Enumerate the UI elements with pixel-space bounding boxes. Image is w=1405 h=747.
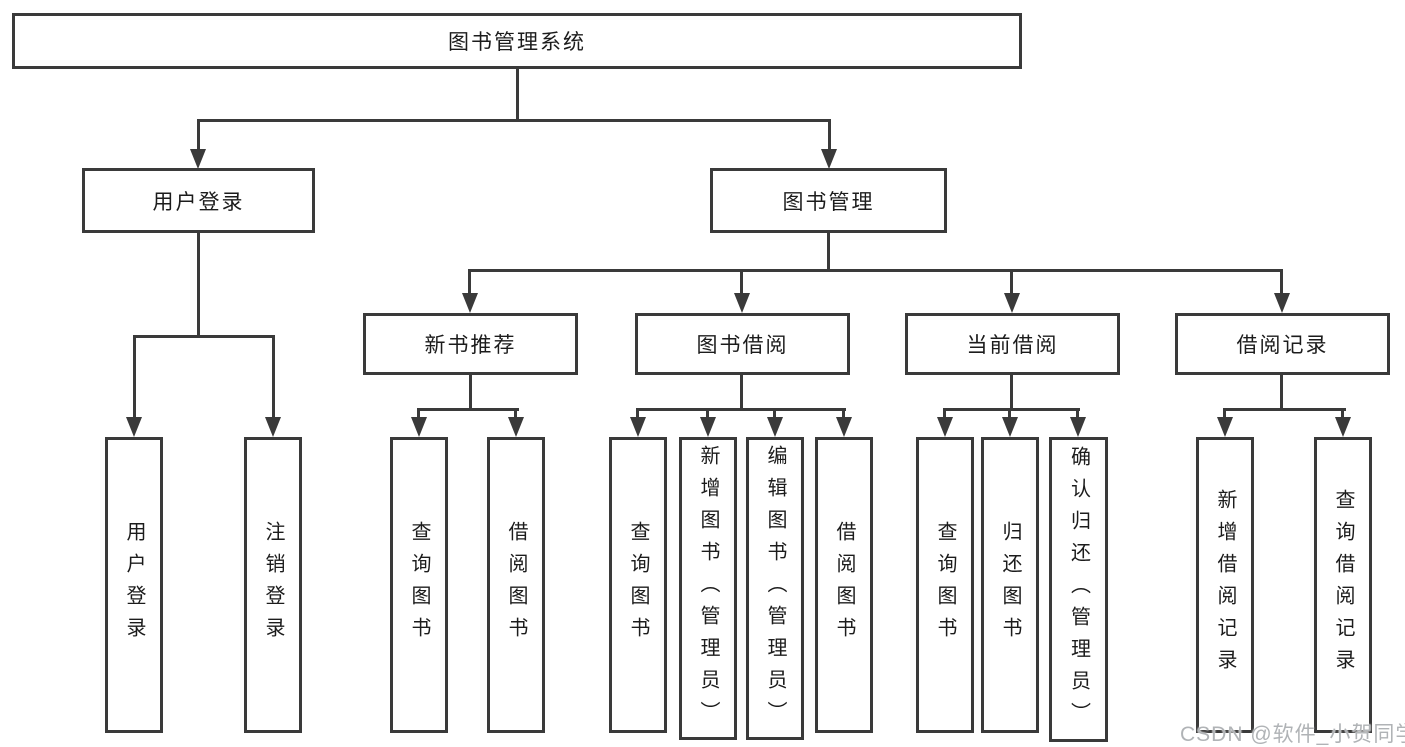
arrowhead-book-borrow [734,293,750,313]
edge-new-book-rec-stem [469,375,472,411]
arrowhead-leaf-bb-query [630,417,646,437]
arrowhead-leaf-user-login [126,417,142,437]
node-book-mgmt: 图书管理 [710,168,947,233]
leaf-logout: 注销登录 [244,437,302,733]
edge-to-leaf-bb-query [636,408,639,420]
edge-to-leaf-cb-return [1008,408,1011,420]
arrowhead-current-borrow [1004,293,1020,313]
edge-to-leaf-br-add [1223,408,1226,420]
leaf-cb-return-label: 归还图书 [999,521,1021,649]
node-book-borrow: 图书借阅 [635,313,850,375]
edge-to-leaf-bb-edit [773,408,776,420]
leaf-logout-label: 注销登录 [262,521,284,649]
edge-to-leaf-cb-confirm [1076,408,1079,420]
edge-user-login-stem [197,233,200,338]
arrowhead-borrow-records [1274,293,1290,313]
edge-borrow-records-stem [1280,375,1283,411]
leaf-bb-add: 新增图书（管理员） [679,437,737,740]
edge-current-borrow-split [943,408,1080,411]
node-borrow-records: 借阅记录 [1175,313,1390,375]
edge-to-user-login [197,119,200,152]
edge-user-login-split [133,335,275,338]
leaf-bb-query: 查询图书 [609,437,667,733]
arrowhead-leaf-cb-return [1002,417,1018,437]
edge-current-borrow-stem [1010,375,1013,411]
leaf-bb-borrow: 借阅图书 [815,437,873,733]
leaf-user-login-label: 用户登录 [123,521,145,649]
edge-to-leaf-bb-add [706,408,709,420]
node-root: 图书管理系统 [12,13,1022,69]
leaf-nb-borrow: 借阅图书 [487,437,545,733]
edge-root-stem [516,69,519,121]
arrowhead-leaf-nb-query [411,417,427,437]
leaf-br-add-label: 新增借阅记录 [1214,489,1236,681]
arrowhead-leaf-nb-borrow [508,417,524,437]
arrowhead-user-login [190,149,206,169]
leaf-cb-confirm: 确认归还（管理员） [1049,437,1108,742]
edge-book-mgmt-stem [827,233,830,272]
edge-root-split [197,119,831,122]
edge-to-book-borrow [740,269,743,295]
leaf-cb-return: 归还图书 [981,437,1039,733]
edge-to-new-book-rec [468,269,471,295]
edge-to-leaf-nb-borrow [514,408,517,420]
leaf-cb-confirm-label: 确认归还（管理员） [1067,445,1090,734]
node-current-borrow-label: 当前借阅 [966,334,1059,357]
node-new-book-rec: 新书推荐 [363,313,578,375]
leaf-cb-query-label: 查询图书 [934,521,956,649]
edge-book-borrow-split [636,408,846,411]
node-book-mgmt-label: 图书管理 [782,190,875,214]
arrowhead-leaf-cb-query [937,417,953,437]
arrowhead-leaf-bb-borrow [836,417,852,437]
arrowhead-leaf-br-query [1335,417,1351,437]
arrowhead-new-book-rec [462,293,478,313]
node-user-login-label: 用户登录 [152,190,245,214]
edge-to-current-borrow [1010,269,1013,295]
edge-to-book-mgmt [828,119,831,152]
node-user-login: 用户登录 [82,168,315,233]
edge-to-leaf-bb-borrow [842,408,845,420]
leaf-nb-query-label: 查询图书 [408,521,430,649]
edge-to-leaf-br-query [1341,408,1344,420]
arrowhead-leaf-logout [265,417,281,437]
leaf-br-query-label: 查询借阅记录 [1332,489,1354,681]
edge-to-leaf-user-login [133,335,136,419]
arrowhead-leaf-br-add [1217,417,1233,437]
node-book-borrow-label: 图书借阅 [696,334,789,357]
leaf-nb-borrow-label: 借阅图书 [505,521,527,649]
arrowhead-leaf-bb-add [700,417,716,437]
edge-to-leaf-nb-query [417,408,420,420]
node-current-borrow: 当前借阅 [905,313,1120,375]
leaf-bb-query-label: 查询图书 [627,521,649,649]
leaf-user-login: 用户登录 [105,437,163,733]
arrowhead-leaf-cb-confirm [1070,417,1086,437]
leaf-br-query: 查询借阅记录 [1314,437,1372,733]
leaf-cb-query: 查询图书 [916,437,974,733]
node-root-label: 图书管理系统 [448,31,586,54]
leaf-bb-add-label: 新增图书（管理员） [697,444,719,733]
arrowhead-leaf-bb-edit [767,417,783,437]
edge-to-borrow-records [1280,269,1283,295]
node-borrow-records-label: 借阅记录 [1236,334,1329,357]
leaf-br-add: 新增借阅记录 [1196,437,1254,733]
leaf-bb-borrow-label: 借阅图书 [833,521,855,649]
edge-book-borrow-stem [740,375,743,411]
leaf-bb-edit: 编辑图书（管理员） [746,437,804,740]
edge-book-mgmt-split [469,269,1283,272]
edge-new-book-rec-split [417,408,519,411]
node-new-book-rec-label: 新书推荐 [424,334,517,357]
edge-borrow-records-split [1223,408,1346,411]
csdn-watermark: CSDN @软件_小贺同学 [1180,723,1405,746]
leaf-nb-query: 查询图书 [390,437,448,733]
edge-to-leaf-cb-query [943,408,946,420]
edge-to-leaf-logout [272,335,275,419]
arrowhead-book-mgmt [821,149,837,169]
leaf-bb-edit-label: 编辑图书（管理员） [764,444,786,733]
